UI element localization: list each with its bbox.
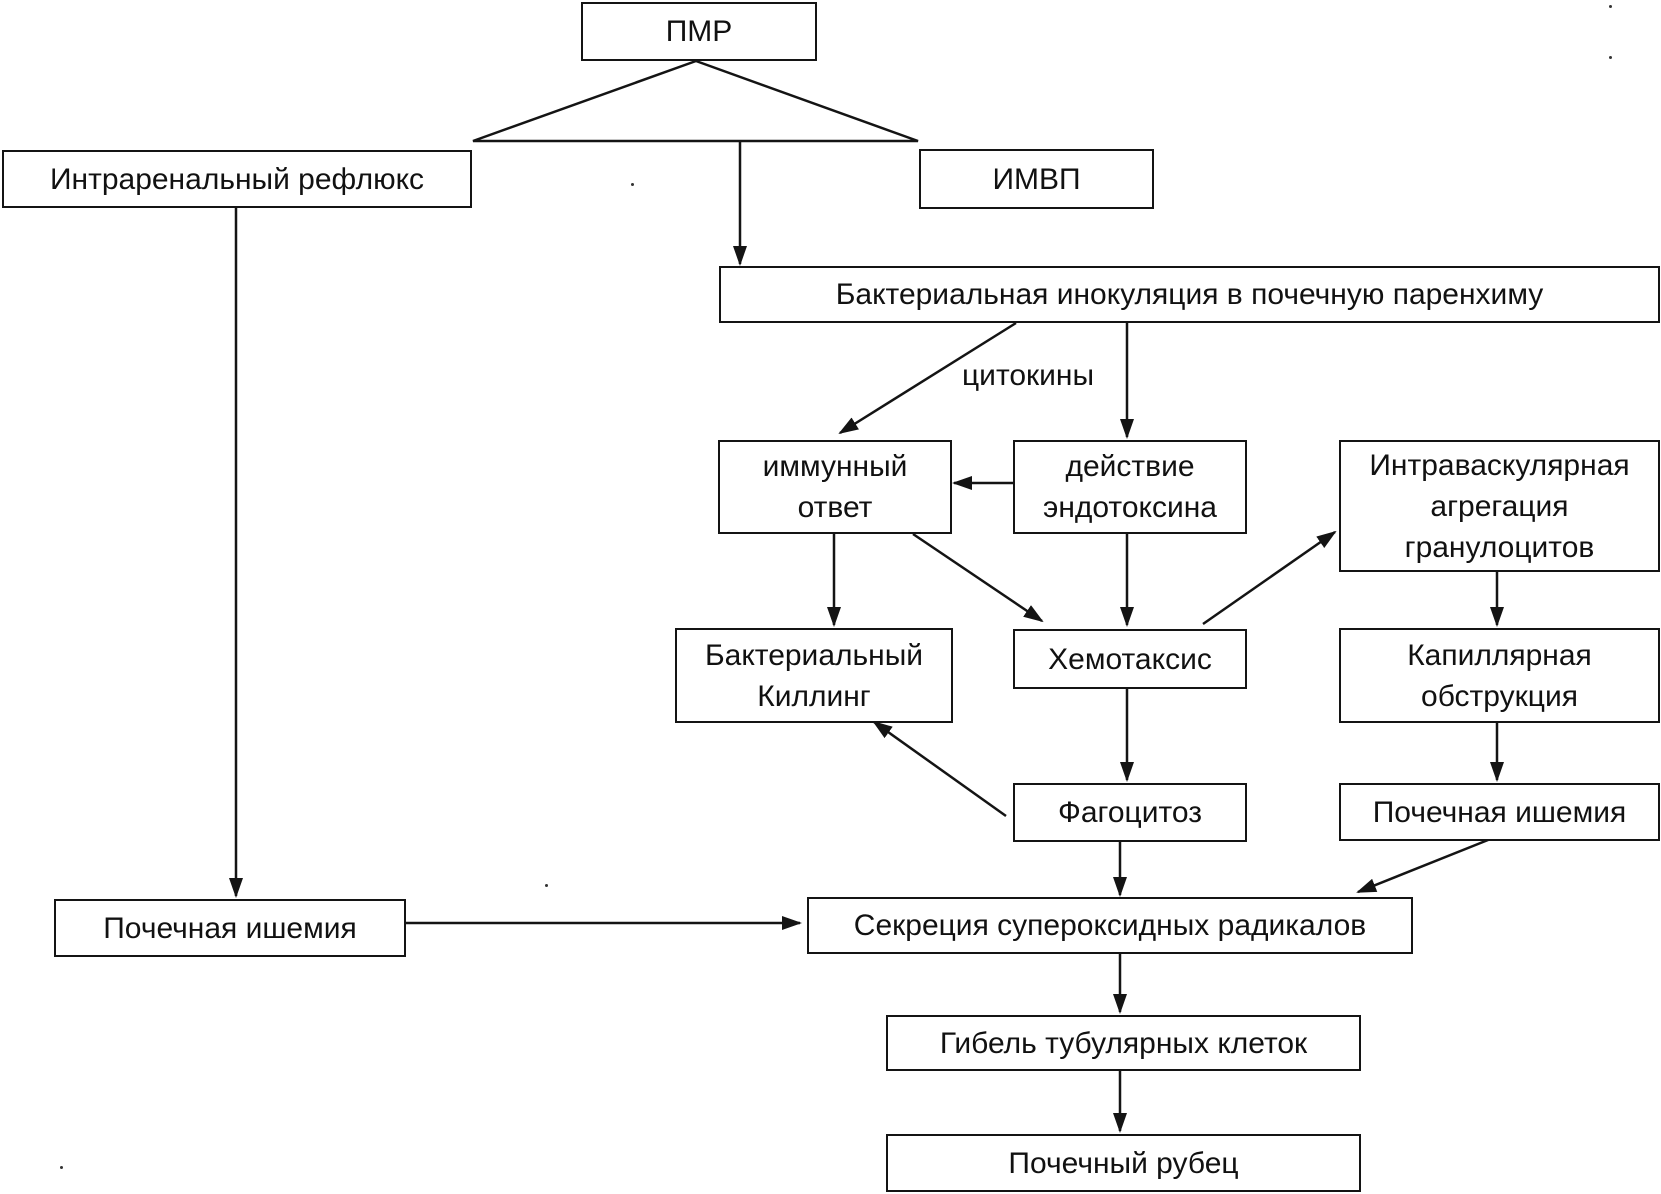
node-bacterial-inoculation: Бактериальная инокуляция в почечную паре… bbox=[719, 266, 1660, 323]
scan-speck bbox=[545, 884, 548, 887]
arrow-ischemia-right-to-superoxide bbox=[1356, 836, 1494, 894]
edge-label-cytokines: цитокины bbox=[962, 359, 1095, 392]
node-phagocytosis: Фагоцитоз bbox=[1013, 783, 1247, 842]
split-connector bbox=[472, 59, 919, 143]
node-imvp: ИМВП bbox=[919, 149, 1154, 209]
node-renal-ischemia-right: Почечная ишемия bbox=[1339, 783, 1660, 841]
node-renal-ischemia-left: Почечная ишемия bbox=[54, 899, 406, 957]
node-intrarenal-reflux: Интраренальный рефлюкс bbox=[2, 150, 472, 208]
scan-speck bbox=[1609, 5, 1612, 8]
node-immune-response: иммунный ответ bbox=[718, 440, 952, 534]
scan-speck bbox=[631, 183, 634, 186]
node-bacterial-killing: Бактериальный Киллинг bbox=[675, 628, 953, 723]
arrow-inoculation-to-immune bbox=[838, 321, 1017, 435]
scan-speck bbox=[1609, 56, 1612, 59]
node-capillary-obstruction: Капиллярная обструкция bbox=[1339, 628, 1660, 723]
arrow-immune-to-chemotaxis bbox=[912, 532, 1044, 623]
node-renal-scar: Почечный рубец bbox=[886, 1134, 1361, 1192]
node-intravascular-aggregation: Интраваскулярная агрегация гранулоцитов bbox=[1339, 440, 1660, 572]
node-tubular-cell-death: Гибель тубулярных клеток bbox=[886, 1015, 1361, 1071]
arrow-chemotaxis-to-aggregation bbox=[1202, 530, 1337, 626]
node-superoxide-secretion: Секреция супероксидных радикалов bbox=[807, 897, 1413, 954]
arrow-phagocytosis-to-killing bbox=[872, 720, 1007, 818]
scan-speck bbox=[60, 1166, 63, 1169]
node-chemotaxis: Хемотаксис bbox=[1013, 629, 1247, 689]
node-pmr: ПМР bbox=[581, 2, 817, 61]
node-endotoxin-action: действие эндотоксина bbox=[1013, 440, 1247, 534]
